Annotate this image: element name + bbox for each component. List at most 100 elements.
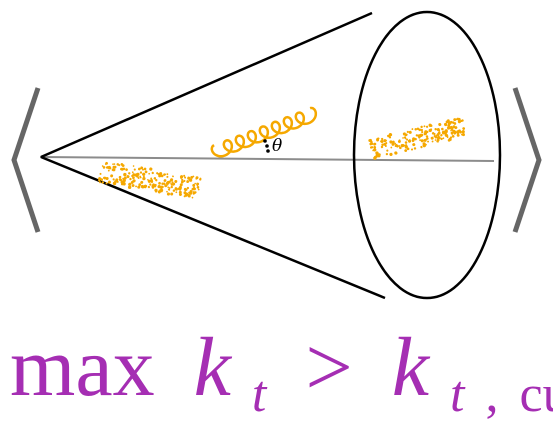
particle-dot — [154, 183, 157, 187]
particle-dot — [399, 146, 402, 150]
particle-dot — [453, 122, 457, 125]
particle-dot — [132, 179, 136, 183]
particle-dot — [436, 134, 439, 137]
particle-dot — [139, 171, 143, 174]
particle-dot — [443, 131, 447, 135]
particle-dot — [138, 183, 142, 187]
particle-dot — [122, 177, 125, 181]
particle-dot — [436, 136, 441, 140]
particle-dot — [139, 176, 142, 179]
particle-dot — [415, 134, 418, 137]
particle-dot — [195, 177, 198, 180]
particle-dot — [402, 137, 404, 139]
particle-dot — [99, 181, 102, 184]
particle-dot — [180, 180, 184, 184]
particle-dot — [389, 152, 393, 157]
angle-marker — [263, 139, 270, 153]
particle-dot — [196, 182, 200, 186]
particle-dot — [131, 171, 134, 174]
particle-dot — [137, 176, 140, 180]
particle-dot — [164, 173, 167, 176]
particle-dot — [425, 125, 429, 128]
particle-dot — [196, 186, 200, 189]
particle-dot — [388, 132, 393, 137]
particle-dot — [112, 165, 116, 169]
particle-dot — [436, 138, 440, 142]
particle-dot — [447, 121, 452, 125]
particle-dot — [446, 134, 449, 138]
particle-dot — [444, 122, 448, 127]
particle-dot — [394, 142, 397, 145]
particle-dot — [457, 117, 461, 121]
particle-dot — [109, 167, 112, 170]
particle-dot — [419, 135, 422, 138]
particle-dot — [434, 139, 437, 141]
particle-dot — [168, 189, 171, 191]
particle-dot — [127, 185, 132, 189]
particle-dot — [107, 180, 111, 184]
particle-dot — [384, 145, 387, 147]
particle-dot — [373, 148, 377, 152]
particle-dot — [158, 174, 162, 178]
particle-dot — [447, 138, 451, 142]
particle-dot — [191, 187, 195, 191]
particle-dot — [440, 134, 443, 137]
particle-dot — [186, 180, 190, 183]
particle-dot — [116, 163, 119, 166]
particle-dot — [184, 189, 187, 192]
particle-dot — [124, 176, 127, 180]
particle-dot — [125, 168, 128, 172]
particle-dot — [406, 130, 409, 133]
particle-dot — [178, 193, 182, 196]
particle-dot — [450, 120, 453, 124]
particle-dot — [430, 124, 433, 127]
particle-dot — [451, 132, 454, 135]
cone-upper-edge — [40, 11, 373, 159]
particle-dot — [381, 143, 384, 147]
particle-dot — [423, 138, 427, 142]
particle-dot — [175, 191, 178, 194]
particle-dot — [445, 120, 449, 124]
particle-dot — [187, 193, 190, 196]
particle-dot — [144, 170, 148, 174]
right-angle-bracket — [512, 87, 542, 233]
particle-dot — [102, 166, 106, 169]
particle-dot — [398, 145, 401, 147]
formula-lhs-var: k — [194, 321, 233, 414]
particle-spray-right — [368, 117, 466, 160]
particle-dot — [143, 184, 147, 189]
particle-dot — [383, 142, 387, 146]
particle-dot — [376, 138, 379, 141]
particle-dot — [149, 179, 152, 183]
particle-dot — [377, 153, 381, 157]
particle-dot — [118, 175, 122, 179]
particle-dot — [461, 130, 465, 134]
particle-dot — [100, 178, 104, 181]
particle-dot — [133, 168, 136, 171]
particle-dot — [129, 177, 132, 181]
particle-dot — [383, 139, 387, 143]
particle-dot — [192, 183, 196, 187]
particle-dot — [194, 191, 197, 194]
particle-dot — [404, 146, 408, 149]
particle-dot — [101, 181, 104, 184]
formula-rhs-sub-t: t — [450, 366, 466, 423]
particle-dot — [404, 137, 407, 140]
particle-dot — [412, 137, 416, 141]
particle-dot — [380, 139, 384, 144]
particle-dot — [199, 177, 202, 180]
particle-dot — [141, 168, 145, 171]
particle-dot — [163, 179, 167, 182]
particle-dot — [394, 151, 398, 155]
particle-dot — [161, 182, 164, 185]
particle-dot — [151, 186, 155, 189]
particle-dot — [153, 177, 157, 180]
particle-dot — [105, 182, 108, 185]
particle-dot — [160, 172, 163, 174]
particle-dot — [166, 173, 169, 176]
particle-dot — [408, 130, 412, 134]
particle-dot — [392, 140, 395, 144]
particle-dot — [151, 171, 154, 175]
particle-dot — [449, 125, 453, 129]
particle-dot — [112, 163, 114, 166]
